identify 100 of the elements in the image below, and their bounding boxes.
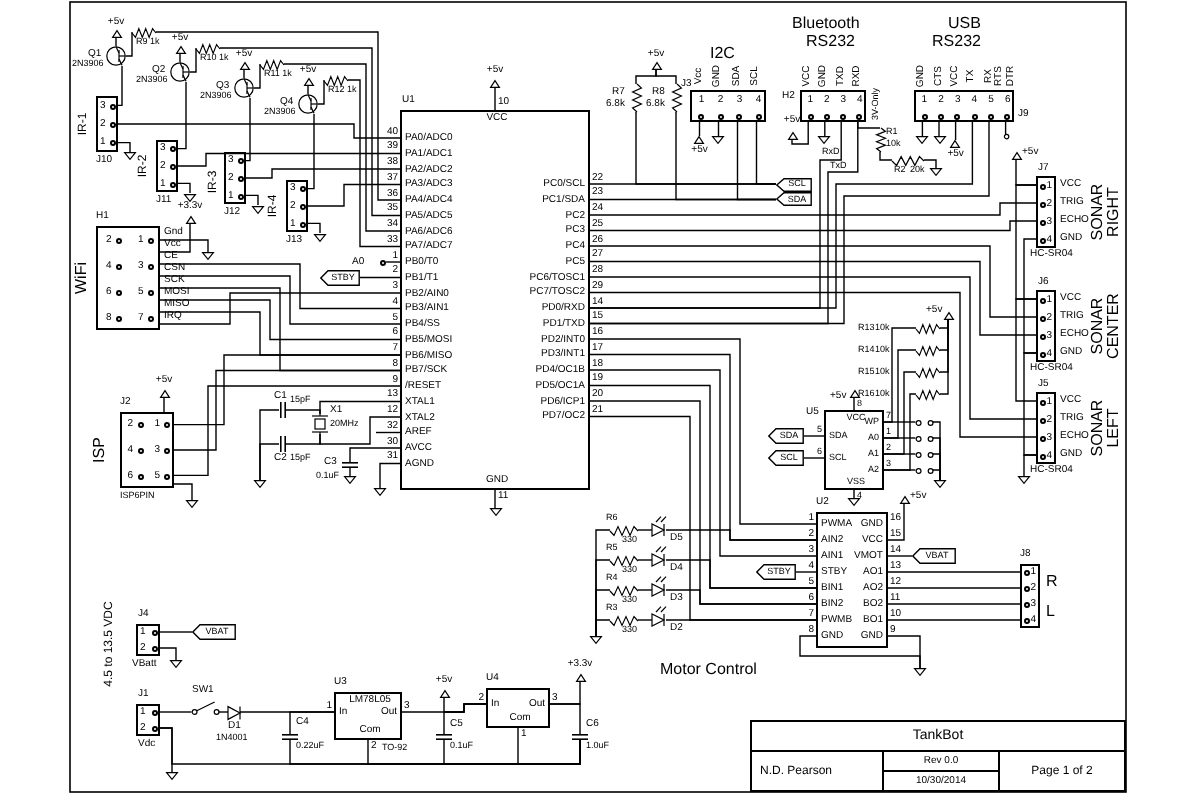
wire <box>1004 121 1007 136</box>
connector-label: WiFi <box>74 262 90 294</box>
wire <box>155 31 401 201</box>
wire <box>589 260 1037 336</box>
heading: SONAR CENTER <box>1090 292 1122 360</box>
heading: Motor Control <box>660 662 757 678</box>
connector <box>120 412 174 488</box>
wire <box>589 338 817 525</box>
connector <box>1036 392 1056 464</box>
wire <box>159 711 193 713</box>
wire <box>1015 298 1037 402</box>
wire <box>1023 454 1037 477</box>
wire <box>637 589 653 591</box>
wire <box>307 113 315 190</box>
wire <box>284 433 321 445</box>
wire <box>307 84 309 95</box>
wire <box>443 697 487 713</box>
connector <box>224 152 246 204</box>
wire <box>115 36 117 47</box>
wire <box>117 65 123 107</box>
wire <box>379 462 401 489</box>
wire <box>219 47 401 217</box>
ic-chip <box>824 410 884 490</box>
wire <box>159 727 581 765</box>
connector <box>1036 290 1056 362</box>
wire <box>319 416 401 445</box>
wire <box>883 371 917 455</box>
connector <box>96 226 160 330</box>
heading: SONAR RIGHT <box>1090 181 1122 245</box>
heading: SONAR LEFT <box>1090 397 1122 461</box>
wire <box>883 327 917 423</box>
heading: Bluetooth <box>792 16 860 32</box>
ic-chip <box>400 110 590 490</box>
wire <box>887 571 1021 573</box>
pin-label: R <box>1046 574 1058 590</box>
wire <box>245 168 401 179</box>
wire <box>857 121 881 129</box>
wire <box>803 457 825 459</box>
connector-label: ISP <box>92 437 108 463</box>
wire <box>803 435 825 437</box>
wire <box>549 703 581 735</box>
wire <box>853 489 855 499</box>
wire <box>245 97 251 162</box>
title-block <box>750 720 1126 792</box>
wire <box>883 349 917 439</box>
wire <box>159 263 401 310</box>
wire <box>317 79 325 105</box>
wire <box>635 69 657 85</box>
wire <box>494 87 496 111</box>
wire <box>795 571 817 573</box>
wire <box>253 63 261 89</box>
connector <box>136 704 160 736</box>
wire <box>637 619 653 621</box>
wire <box>159 299 401 341</box>
wire <box>595 619 611 637</box>
wire <box>125 31 133 57</box>
wire <box>289 711 335 735</box>
wire <box>307 183 401 207</box>
wire <box>359 276 401 279</box>
wire <box>887 603 1021 605</box>
wire <box>217 711 229 713</box>
wire <box>589 276 1037 420</box>
wire <box>887 619 1021 621</box>
wire <box>887 587 1021 589</box>
wire <box>173 385 401 477</box>
wire <box>159 239 209 253</box>
wire <box>665 559 817 589</box>
wire <box>1023 238 1037 354</box>
wire <box>589 245 1037 318</box>
wire <box>283 63 401 232</box>
wire <box>665 529 817 541</box>
wire <box>375 431 401 434</box>
wire <box>589 202 1037 216</box>
heading: RS232 <box>806 34 855 50</box>
wire <box>243 68 245 79</box>
wire <box>349 467 351 477</box>
wire <box>189 47 197 73</box>
wire <box>665 589 817 605</box>
wire <box>717 121 720 137</box>
heading: I2C <box>710 46 735 62</box>
wire <box>698 121 701 137</box>
wire <box>177 81 187 150</box>
connector <box>286 180 308 232</box>
wire <box>163 397 165 413</box>
wire <box>1015 184 1037 300</box>
wire <box>159 292 401 325</box>
wire <box>655 69 677 85</box>
wire <box>589 369 817 557</box>
wire <box>923 159 937 169</box>
ic-chip <box>334 692 402 740</box>
ic-chip <box>486 688 550 728</box>
wire <box>887 555 913 557</box>
wire <box>159 275 401 325</box>
wire <box>1023 352 1037 456</box>
wire <box>173 483 193 501</box>
wire <box>245 194 259 206</box>
connector <box>914 90 1014 122</box>
wire <box>177 182 191 194</box>
wire <box>954 121 957 141</box>
heading: USB <box>948 16 981 32</box>
